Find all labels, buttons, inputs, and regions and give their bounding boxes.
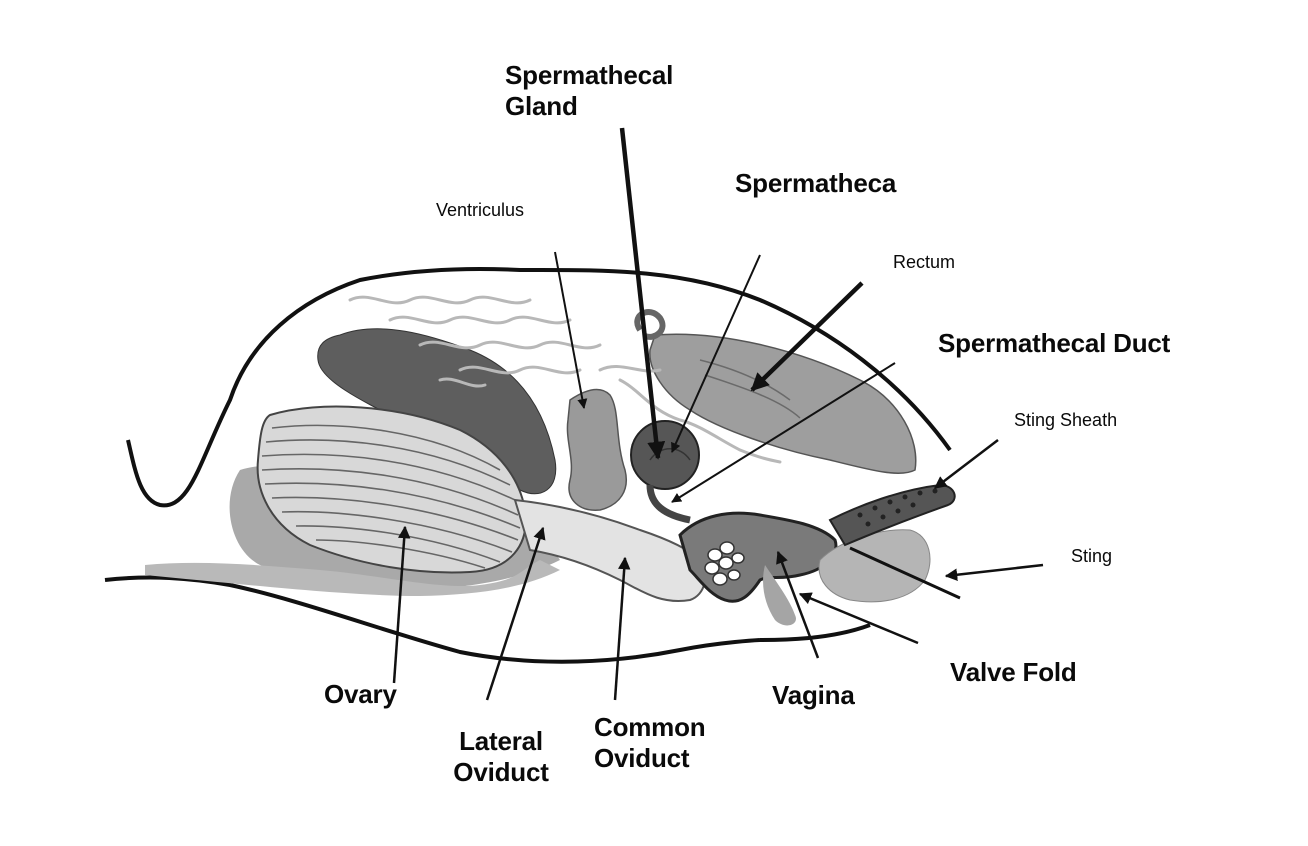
spermatheca-arrow: [671, 254, 761, 453]
valve-fold-teeth: [704, 541, 745, 586]
sting-sheath-shape: [828, 483, 956, 547]
lateral-oviduct-label: Lateral Oviduct: [442, 726, 560, 788]
common-oviduct-arrow: [613, 556, 631, 701]
ovary-shape: [256, 405, 527, 574]
spermathecal-duct-shape: [646, 484, 691, 524]
common-oviduct-label-line2: Oviduct: [594, 743, 690, 774]
sting-arrow: [944, 563, 1044, 581]
vagina-lobe: [763, 565, 796, 626]
lateral-oviduct-label-line1: Lateral: [459, 726, 543, 756]
rectum-arrow: [750, 281, 864, 392]
lower-belly: [145, 560, 560, 596]
ventriculus-label: Ventriculus: [436, 200, 525, 220]
spermathecal-duct-arrow: [671, 362, 896, 503]
ovary-stripes: [261, 424, 521, 569]
lateral-oviduct-arrow: [485, 526, 546, 701]
sting-label: Sting: [1071, 546, 1113, 566]
spermatheca-label: Spermatheca: [735, 168, 897, 198]
common-oviduct-label-line1: Common: [594, 712, 706, 742]
spermathecal-duct-label: Spermathecal Duct: [938, 328, 1171, 358]
common-oviduct-label: Common Oviduct: [594, 712, 706, 774]
rectum-label: Rectum: [893, 252, 956, 272]
spermathecal-gland-label-line2: Gland: [505, 91, 578, 122]
sting-sheath-arrow: [934, 439, 999, 489]
ovary-arrow: [392, 525, 411, 684]
abdomen-outline: [104, 267, 952, 664]
valve-fold-label: Valve Fold: [950, 657, 1077, 687]
spermathecal-gland-shape: [634, 309, 666, 340]
ventriculus-arrow: [554, 251, 588, 409]
ovary-label: Ovary: [324, 679, 397, 709]
vagina-label: Vagina: [772, 680, 855, 710]
sting-sheath-label: Sting Sheath: [1014, 410, 1118, 430]
sting-sheath-dots: [857, 488, 938, 527]
ventriculus-shape: [566, 388, 627, 511]
spermatheca-shape: [630, 420, 700, 490]
tracheae: [348, 295, 782, 464]
sting-shaft: [849, 546, 961, 600]
spermathecal-gland-label: Spermathecal Gland: [505, 60, 673, 122]
spermathecal-gland-arrow: [619, 127, 666, 460]
lateral-oviduct-label-line2: Oviduct: [453, 757, 549, 788]
vagina-arrow: [776, 550, 820, 659]
spermathecal-gland-label-line1: Spermathecal: [505, 60, 674, 90]
valve-fold-arrow: [798, 592, 919, 645]
